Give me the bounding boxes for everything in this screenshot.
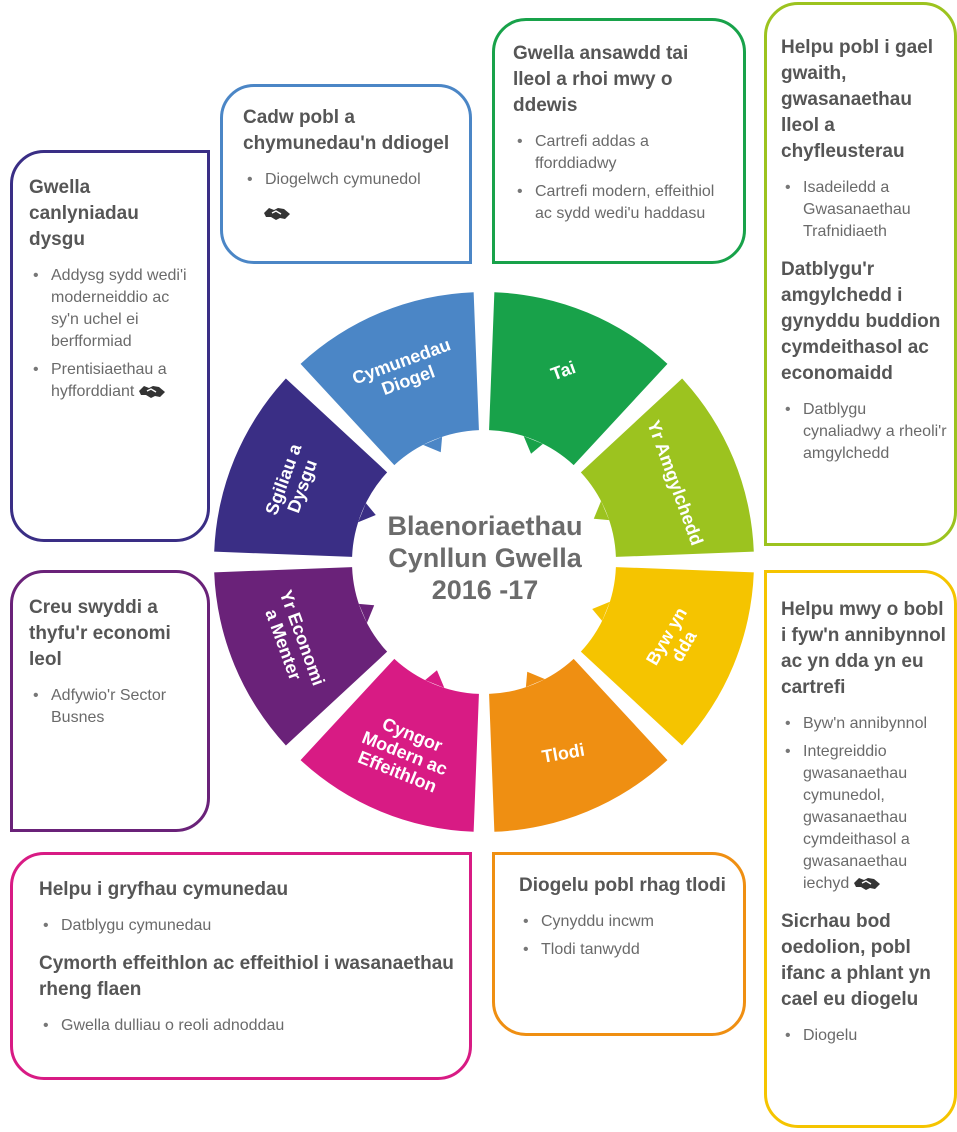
list-item: Cartrefi modern, effeithiol ac sydd wedi… [513,181,729,225]
segment-notch-diogel [423,436,443,453]
list-item: Diogelwch cymunedol [243,169,455,191]
segment-diogel [300,292,479,466]
segment-economi [214,567,388,746]
box-safe-title: Cadw pobl a chymunedau'n ddiogel [243,107,450,154]
handshake-icon [854,878,881,890]
list-item: Integreiddio gwasanaethau cymunedol, gwa… [781,741,948,895]
center-title: Blaenoriaethau Cynllun Gwella 2016 -17 [345,510,625,606]
box-poverty: Diogelu pobl rhag tlodi Cynyddu incwm Tl… [492,852,746,1036]
box-communities: Helpu i gryfhau cymunedau Datblygu cymun… [10,852,472,1080]
handshake-icon [264,208,290,220]
segment-byw [580,567,754,746]
center-title-line-3: 2016 -17 [431,575,539,605]
box-learning: Gwella canlyniadau dysgu Addysg sydd wed… [10,150,210,542]
list-item: Datblygu cynaliadwy a rheoli'r amgylched… [781,399,948,465]
box-independent-living: Helpu mwy o bobl i fyw'n annibynnol ac y… [764,570,957,1128]
list-item: Datblygu cymunedau [39,915,455,937]
box-communities-title: Helpu i gryfhau cymunedau [39,879,289,900]
box-housing: Gwella ansawdd tai lleol a rhoi mwy o dd… [492,18,746,264]
segment-notch-byw [592,601,610,621]
handshake-icon [139,386,166,398]
list-item: Prentisiaethau a hyfforddiant [29,359,193,403]
segment-tai [489,292,668,466]
center-title-line-2: Cynllun Gwella [388,543,582,573]
box-economy: Creu swyddi a thyfu'r economi leol Adfyw… [10,570,210,832]
list-item: Addysg sydd wedi'i moderneiddio ac sy'n … [29,265,193,353]
segment-notch-tlodi [525,671,545,688]
box-economy-title: Creu swyddi a thyfu'r economi leol [29,597,171,670]
segment-tlodi [489,658,668,832]
box-living-title: Helpu mwy o bobl i fyw'n annibynnol ac y… [781,599,946,698]
box-work-title: Helpu pobl i gael gwaith, gwasanaethau l… [781,37,934,162]
list-item: Diogelu [781,1025,948,1047]
box-environment-title: Datblygu'r amgylchedd i gynyddu buddion … [781,259,941,384]
box-safeguarding-title: Sicrhau bod oedolion, pobl ifanc a phlan… [781,911,931,1010]
segment-cyngor [300,658,479,832]
list-item: Gwella dulliau o reoli adnoddau [39,1015,455,1037]
box-learning-title: Gwella canlyniadau dysgu [29,177,139,250]
list-item: Byw'n annibynnol [781,713,948,735]
segment-notch-economi [358,603,375,623]
list-item: Tlodi tanwydd [519,939,729,961]
box-work-environment: Helpu pobl i gael gwaith, gwasanaethau l… [764,2,957,546]
center-title-line-1: Blaenoriaethau [387,511,583,541]
box-support-title: Cymorth effeithlon ac effeithiol i wasan… [39,953,454,1000]
segment-notch-cyngor [425,670,445,688]
segment-notch-amgylchedd [593,501,610,521]
list-item: Cynyddu incwm [519,911,729,933]
segment-notch-sgiliau [358,503,376,523]
box-safe: Cadw pobl a chymunedau'n ddiogel Diogelw… [220,84,472,264]
list-item: Adfywio'r Sector Busnes [29,685,193,729]
segment-amgylchedd [580,378,754,557]
box-poverty-title: Diogelu pobl rhag tlodi [519,875,726,896]
list-item: Isadeiledd a Gwasanaethau Trafnidiaeth [781,177,948,243]
list-item: Cartrefi addas a fforddiadwy [513,131,729,175]
box-housing-title: Gwella ansawdd tai lleol a rhoi mwy o dd… [513,43,689,116]
segment-notch-tai [523,436,543,454]
segment-sgiliau [214,378,388,557]
